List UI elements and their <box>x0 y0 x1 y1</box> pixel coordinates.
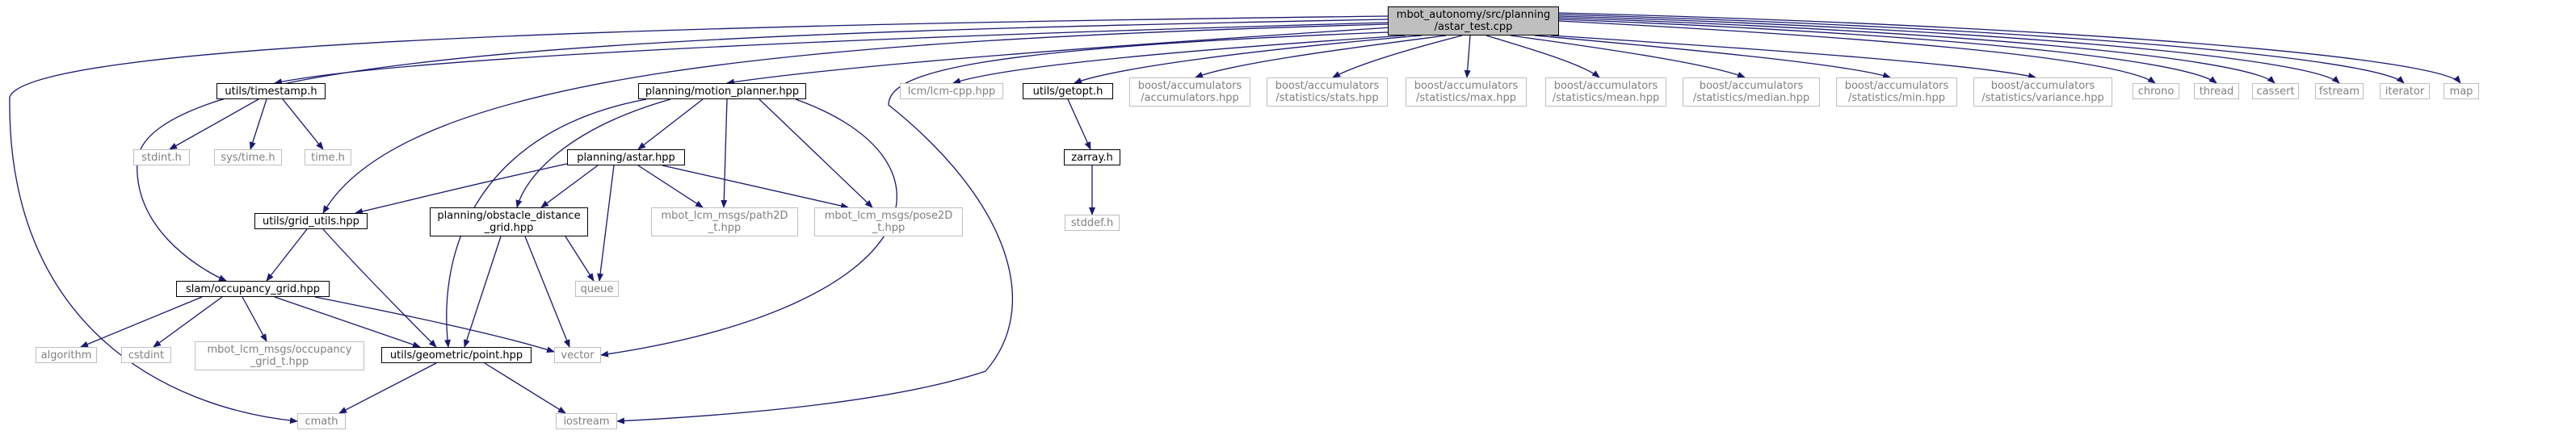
include-edge-obstacle-to-queue <box>565 236 595 282</box>
include-edge-timestamp-to-time <box>282 98 324 150</box>
include-edge-root-to-variance <box>1550 35 2036 79</box>
file-node-geometric-point-hpp[interactable]: utils/geometric/point.hpp <box>381 347 532 363</box>
include-edge-root-to-iterator <box>1558 14 2405 84</box>
include-edge-astar-to-path2d <box>637 165 704 208</box>
include-edge-root-to-chrono <box>1558 20 2156 84</box>
file-node-astar-hpp[interactable]: planning/astar.hpp <box>567 149 685 165</box>
include-edge-timestamp-to-systime <box>249 98 267 150</box>
include-edges <box>9 12 2461 424</box>
include-edge-obstacle-to-point <box>464 236 502 348</box>
include-edge-grid_utils-to-occupancy <box>266 228 308 282</box>
file-node-obstacle-distance-grid-hpp[interactable]: planning/obstacle_distance _grid.hpp <box>430 207 588 236</box>
file-node-variance-hpp: boost/accumulators /statistics/variance.… <box>1973 77 2112 107</box>
file-node-zarray-h[interactable]: zarray.h <box>1064 149 1120 165</box>
file-node-iostream: iostream <box>556 413 617 429</box>
file-node-sys-time-h: sys/time.h <box>214 149 282 165</box>
file-node-cmath: cmath <box>297 413 346 429</box>
file-node-max-hpp: boost/accumulators /statistics/max.hpp <box>1406 77 1527 107</box>
file-node-occupancy-grid-hpp[interactable]: slam/occupancy_grid.hpp <box>176 281 330 297</box>
include-edge-motion_planner-to-obstacle <box>515 98 671 208</box>
file-node-mean-hpp: boost/accumulators /statistics/mean.hpp <box>1545 77 1666 107</box>
file-node-getopt-h[interactable]: utils/getopt.h <box>1023 83 1113 99</box>
include-edge-root-to-max <box>1464 35 1471 78</box>
include-edge-occupancy-to-occ_msg <box>242 296 267 342</box>
include-edge-root-to-thread <box>1558 19 2217 84</box>
file-node-astar-test-cpp[interactable]: mbot_autonomy/src/planning /astar_test.c… <box>1388 6 1559 36</box>
file-node-timestamp-h[interactable]: utils/timestamp.h <box>216 83 326 99</box>
include-edge-occupancy-to-cstdint <box>153 296 223 348</box>
include-edge-occupancy-to-vector <box>314 296 555 353</box>
include-edge-motion_planner-to-astar <box>637 98 704 150</box>
include-edge-timestamp-to-stdint <box>169 98 259 150</box>
include-edge-root-to-grid_utils <box>322 23 1389 214</box>
include-edge-occupancy-to-point <box>274 296 421 348</box>
include-edge-root-to-min <box>1534 35 1891 79</box>
file-node-path2d-t-hpp: mbot_lcm_msgs/path2D _t.hpp <box>651 207 798 236</box>
include-edge-root-to-stats <box>1332 35 1463 78</box>
include-edge-root-to-fstream <box>1558 15 2340 84</box>
include-edge-astar-to-queue <box>597 165 615 282</box>
file-node-cstdint: cstdint <box>121 347 171 363</box>
include-edge-root-to-iostream <box>616 31 1389 424</box>
file-node-stddef-h: stddef.h <box>1065 215 1120 231</box>
file-node-min-hpp: boost/accumulators /statistics/min.hpp <box>1836 77 1957 107</box>
include-edge-point-to-cmath <box>338 362 437 414</box>
file-node-vector: vector <box>554 347 601 363</box>
include-edge-occupancy-to-algorithm <box>80 296 203 348</box>
file-node-grid-utils-hpp[interactable]: utils/grid_utils.hpp <box>254 213 368 229</box>
include-edge-astar-to-grid_utils <box>355 163 568 215</box>
include-edge-root-to-map <box>1558 12 2461 84</box>
file-node-time-h: time.h <box>305 149 351 165</box>
include-edge-root-to-median <box>1510 35 1746 78</box>
file-node-stdint-h: stdint.h <box>133 149 190 165</box>
include-edge-motion_planner-to-pose2d <box>759 98 873 208</box>
file-node-accumulators-hpp: boost/accumulators /accumulators.hpp <box>1129 77 1250 107</box>
file-node-fstream: fstream <box>2315 83 2364 99</box>
include-edge-root-to-lcm_cpp <box>952 35 1406 84</box>
include-edge-root-to-getopt <box>1074 35 1422 84</box>
include-edge-root-to-cassert <box>1558 17 2276 84</box>
include-edge-obstacle-to-vector <box>524 236 570 348</box>
include-edge-root-to-accumulators <box>1195 35 1447 78</box>
file-node-map: map <box>2444 83 2479 99</box>
file-node-thread: thread <box>2194 83 2239 99</box>
file-node-chrono: chrono <box>2133 83 2179 99</box>
include-edge-root-to-mean <box>1486 35 1600 78</box>
file-node-queue: queue <box>575 281 619 297</box>
file-node-cassert: cassert <box>2252 83 2299 99</box>
file-node-iterator: iterator <box>2380 83 2430 99</box>
file-node-occupancy-grid-t-hpp: mbot_lcm_msgs/occupancy _grid_t.hpp <box>195 341 364 370</box>
file-node-lcm-cpp-hpp: lcm/lcm-cpp.hpp <box>900 83 1003 99</box>
include-edge-grid_utils-to-point <box>322 228 437 348</box>
include-edge-point-to-iostream <box>484 362 566 414</box>
include-edge-astar-to-pose2d <box>662 165 849 209</box>
include-edge-astar-to-obstacle <box>540 165 599 208</box>
include-edge-motion_planner-to-path2d <box>721 98 728 208</box>
include-edge-root-to-motion_planner <box>726 27 1392 86</box>
file-node-pose2d-t-hpp: mbot_lcm_msgs/pose2D _t.hpp <box>814 207 963 236</box>
file-node-stats-hpp: boost/accumulators /statistics/stats.hpp <box>1267 77 1388 107</box>
file-node-median-hpp: boost/accumulators /statistics/median.hp… <box>1683 77 1820 107</box>
include-edge-motion_planner-to-point <box>443 98 647 348</box>
file-node-motion-planner-hpp[interactable]: planning/motion_planner.hpp <box>638 83 806 99</box>
file-node-algorithm: algorithm <box>36 347 97 363</box>
include-edge-getopt-to-zarray <box>1067 98 1091 150</box>
